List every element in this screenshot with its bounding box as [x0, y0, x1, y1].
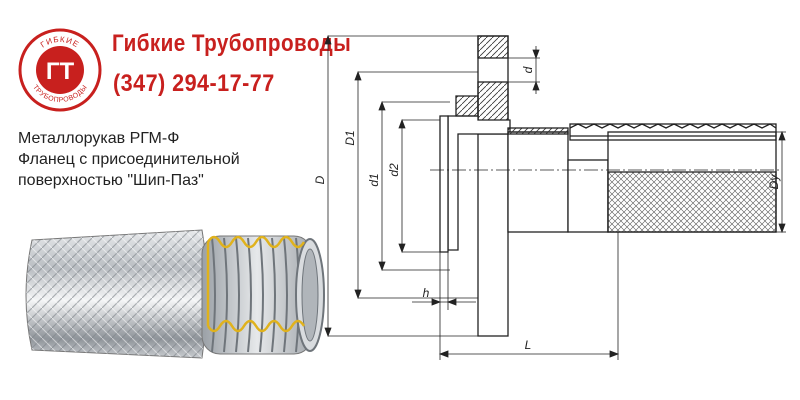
- dim-d: d: [521, 66, 535, 73]
- dim-d1: d1: [367, 173, 381, 186]
- company-logo: ГТ ГИБКИЕ ТРУБОПРОВОДЫ: [18, 28, 102, 112]
- company-phone: (347) 294-17-77: [113, 70, 275, 97]
- company-name: Гибкие Трубопроводы: [112, 30, 352, 57]
- description-line: Металлорукав РГМ-Ф: [18, 130, 180, 147]
- nipple-pipe: [507, 131, 569, 233]
- dim-h: h: [423, 286, 430, 300]
- dim-d2: d2: [387, 163, 401, 177]
- dim-Dy: Dy: [767, 174, 781, 190]
- description-line: Фланец с присоединительной: [18, 151, 240, 168]
- dim-D1: D1: [343, 130, 357, 145]
- product-description: Металлорукав РГМ-Ф Фланец с присоедините…: [18, 128, 240, 191]
- logo-monogram: ГТ: [46, 58, 75, 85]
- corrugation-profile: [206, 235, 306, 249]
- flange-drawing: D D1 d1 d2 d Dy h L: [300, 20, 790, 380]
- flange-plate: [477, 35, 509, 337]
- dim-L: L: [525, 338, 532, 352]
- description-line: поверхностью "Шип-Паз": [18, 172, 204, 189]
- hose-illustration: [12, 218, 332, 368]
- dim-D: D: [313, 175, 327, 184]
